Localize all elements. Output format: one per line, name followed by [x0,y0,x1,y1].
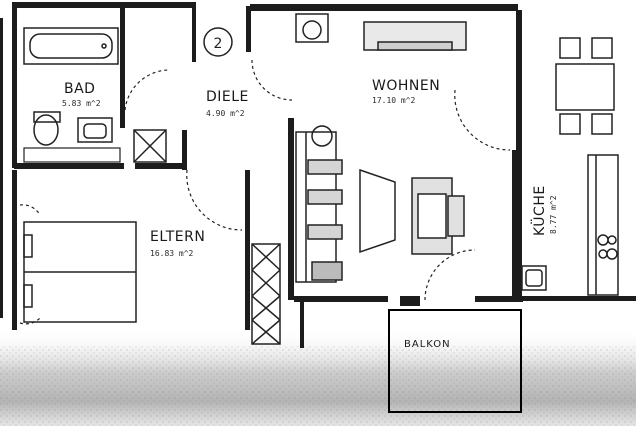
wardrobe [251,243,281,345]
room-label-wohnen: WOHNEN [372,78,440,94]
washing-machine [295,13,329,43]
door-swings [19,59,511,325]
unit-number-badge [203,27,233,57]
room-label-kueche: KÜCHE [530,185,548,236]
tv-cabinet [363,21,467,51]
shelf-unit [295,125,343,283]
room-area-diele: 4.90 m^2 [206,109,245,118]
room-label-eltern: ELTERN [150,229,205,245]
bathtub [23,27,119,65]
balcony-label: BALKON [404,339,451,350]
unit-number: 2 [214,36,223,52]
scan-grain [0,345,636,426]
room-area-eltern: 16.83 m^2 [150,249,194,258]
balkon-highlight-box [388,309,522,413]
sink [77,117,113,143]
bed [23,221,137,323]
room-area-bad: 5.83 m^2 [62,99,101,108]
room-label-diele: DIELE [206,89,249,105]
room-area-wohnen: 17.10 m^2 [372,96,416,105]
armchair [411,177,465,255]
kitchen-counter [521,154,619,296]
toilet [33,111,61,146]
coffee-table [359,168,396,254]
room-area-kueche: 8.77 m^2 [549,195,558,234]
bath-counter [23,147,121,163]
dining-set [555,37,615,135]
shower-tray [133,129,167,163]
walls [0,2,636,348]
room-label-bad: BAD [64,81,95,97]
